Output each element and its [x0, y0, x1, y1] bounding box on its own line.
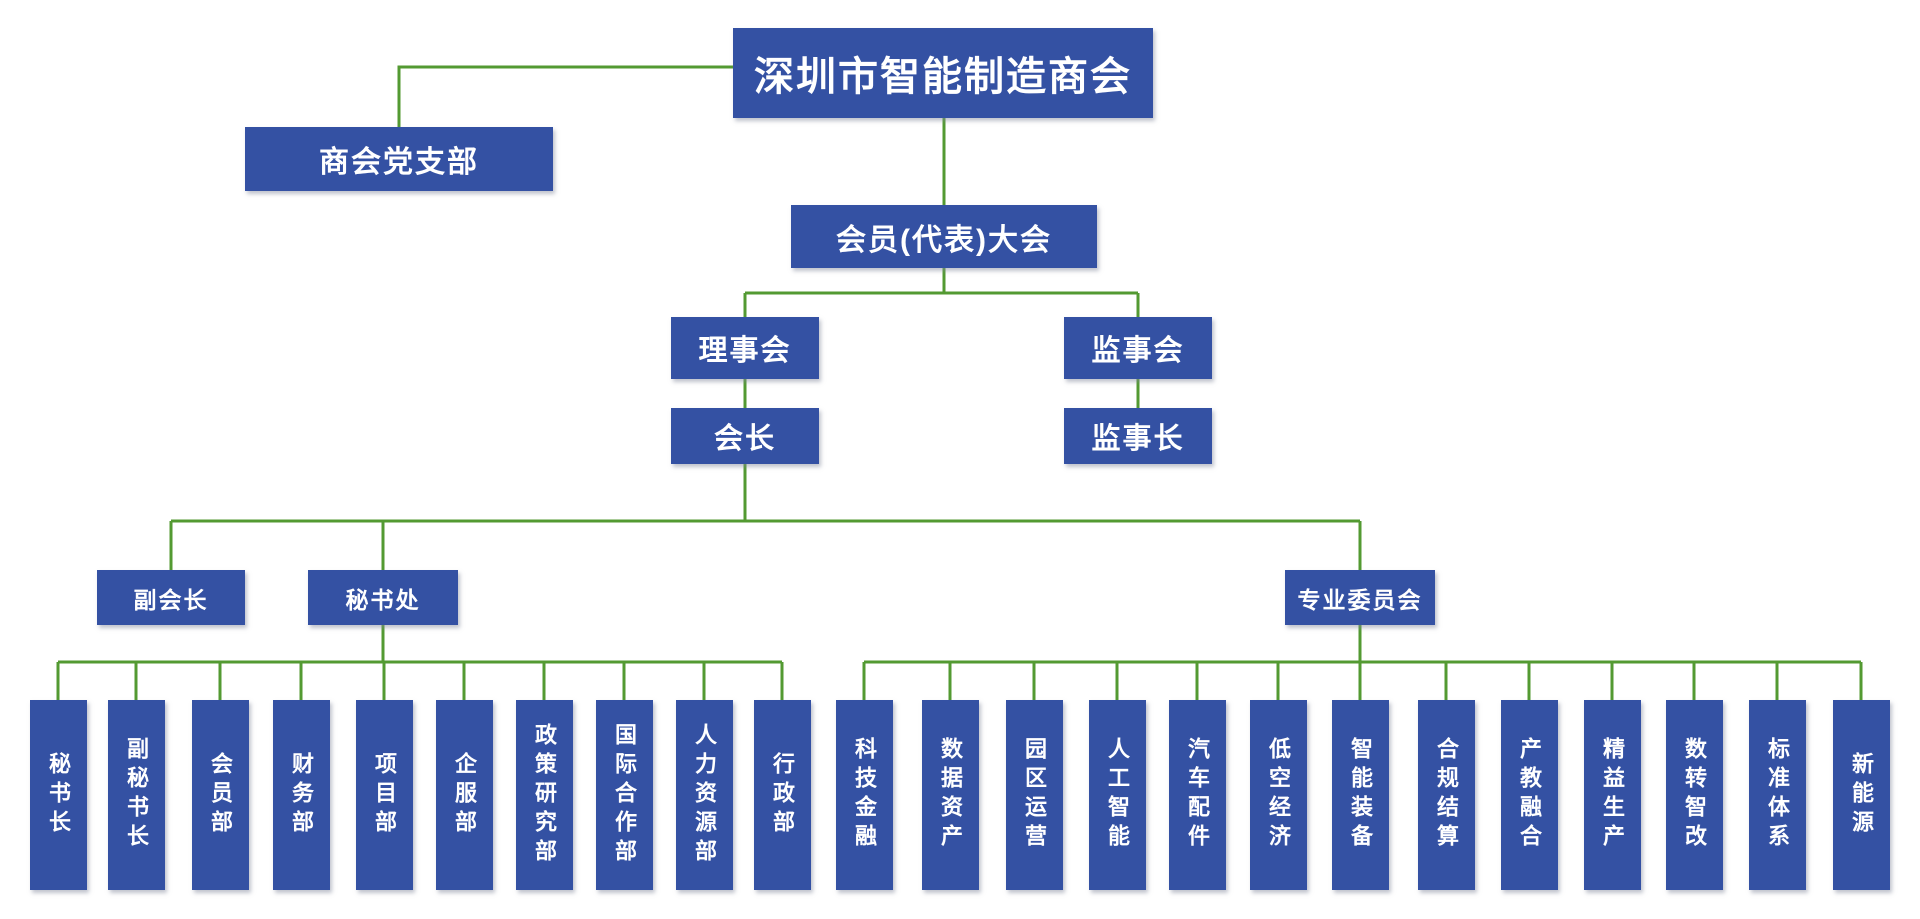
node-secretariat-dept-0: 秘书长	[30, 700, 87, 890]
node-committee-2: 园区运营	[1006, 700, 1063, 890]
node-party-branch: 商会党支部	[245, 127, 553, 191]
node-president: 会长	[671, 408, 819, 464]
node-professional-committees: 专业委员会	[1285, 570, 1435, 625]
node-committee-10: 数转智改	[1666, 700, 1723, 890]
node-secretariat-dept-1: 副秘书长	[108, 700, 165, 890]
node-committee-9: 精益生产	[1584, 700, 1641, 890]
node-committee-0: 科技金融	[836, 700, 893, 890]
node-secretariat-dept-3: 财务部	[273, 700, 330, 890]
node-secretariat-dept-9: 行政部	[754, 700, 811, 890]
node-vice-president: 副会长	[97, 570, 245, 625]
node-secretariat-dept-8: 人力资源部	[676, 700, 733, 890]
node-committee-8: 产教融合	[1501, 700, 1558, 890]
node-committee-7: 合规结算	[1418, 700, 1475, 890]
node-secretariat: 秘书处	[308, 570, 458, 625]
node-committee-6: 智能装备	[1332, 700, 1389, 890]
node-root: 深圳市智能制造商会	[733, 28, 1153, 118]
node-committee-3: 人工智能	[1089, 700, 1146, 890]
node-secretariat-dept-6: 政策研究部	[516, 700, 573, 890]
node-council: 理事会	[671, 317, 819, 379]
node-committee-11: 标准体系	[1749, 700, 1806, 890]
node-committee-1: 数据资产	[922, 700, 979, 890]
node-committee-5: 低空经济	[1250, 700, 1307, 890]
node-secretariat-dept-5: 企服部	[436, 700, 493, 890]
node-secretariat-dept-7: 国际合作部	[596, 700, 653, 890]
node-committee-4: 汽车配件	[1169, 700, 1226, 890]
node-member-assembly: 会员(代表)大会	[791, 205, 1097, 268]
node-chief-supervisor: 监事长	[1064, 408, 1212, 464]
node-supervisory-board: 监事会	[1064, 317, 1212, 379]
node-committee-12: 新能源	[1833, 700, 1890, 890]
node-secretariat-dept-2: 会员部	[192, 700, 249, 890]
node-secretariat-dept-4: 项目部	[356, 700, 413, 890]
